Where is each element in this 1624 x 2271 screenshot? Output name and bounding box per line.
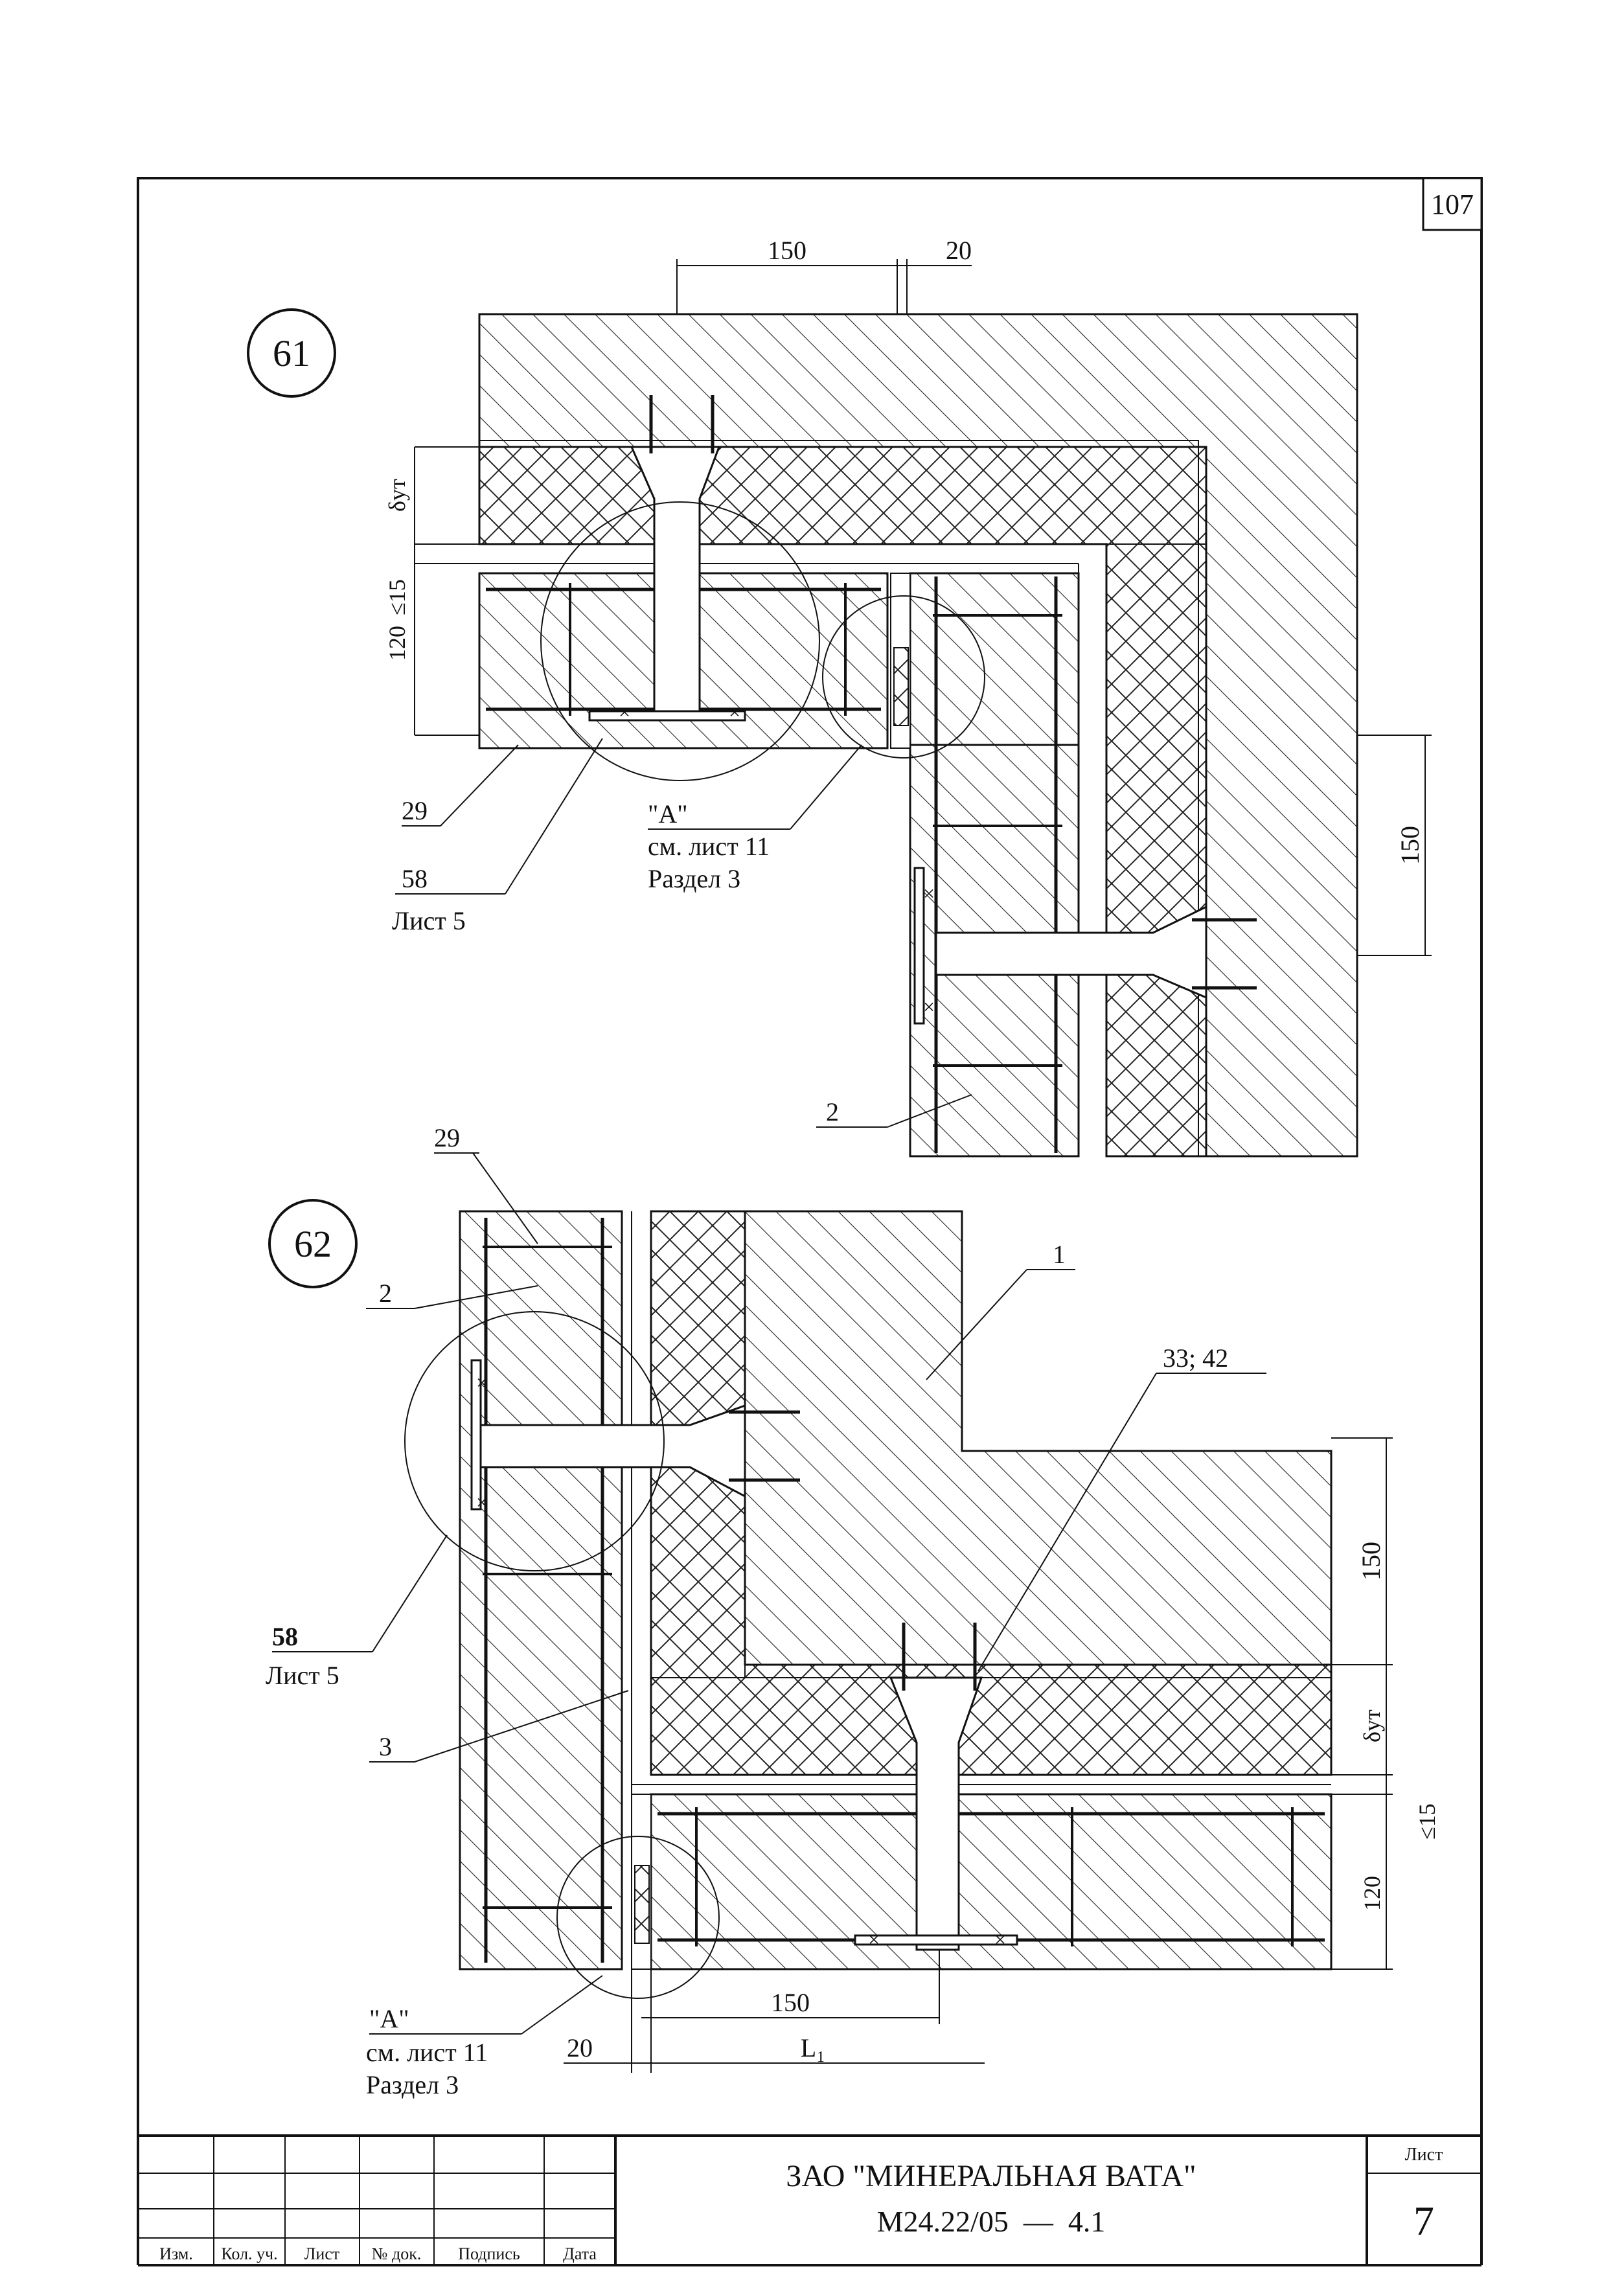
- dim-61-panel: 120: [384, 626, 410, 661]
- leader-61-29: 29: [402, 796, 428, 825]
- detail-circle-58-62: [404, 1311, 665, 1571]
- svg-text:×: ×: [729, 700, 740, 724]
- detail-61: × × × × 61 150 20 δут ≤15 120 1: [247, 236, 1432, 1158]
- leader-61-a: "А": [648, 799, 688, 828]
- callout-62-label: 62: [294, 1223, 332, 1265]
- anchor-bottom-62: [889, 1676, 983, 1951]
- leader-61-58: 58: [402, 864, 428, 893]
- tb-header-kol: Кол. уч.: [221, 2244, 277, 2263]
- dim-62-bottom-20: 20: [567, 2033, 593, 2062]
- tb-company: ЗАО "МИНЕРАЛЬНАЯ ВАТА": [786, 2159, 1196, 2193]
- leader-62-a-ref2: Раздел 3: [366, 2070, 459, 2099]
- leader-61-a-ref1: см. лист 11: [648, 832, 770, 861]
- detail-circle-a-61: [822, 595, 985, 759]
- tb-header-doc: № док.: [372, 2244, 422, 2263]
- tb-header-date: Дата: [563, 2244, 597, 2263]
- leader-62-58: 58: [272, 1622, 298, 1651]
- leader-62-2: 2: [379, 1279, 392, 1308]
- leader-62-a: "А": [369, 2004, 409, 2033]
- leader-61-2: 2: [826, 1097, 839, 1126]
- title-block: Изм. Кол. уч. Лист № док. Подпись Дата Л…: [137, 2134, 1483, 2266]
- svg-text:×: ×: [619, 700, 630, 724]
- svg-text:×: ×: [923, 882, 935, 905]
- dim-62-panel: 120: [1359, 1876, 1385, 1911]
- callout-61-label: 61: [273, 332, 310, 374]
- tb-header-list: Лист: [304, 2244, 339, 2263]
- tb-doc-code: М24.22/05 — 4.1: [877, 2205, 1106, 2238]
- dim-62-gap: ≤15: [1414, 1803, 1440, 1840]
- svg-text:×: ×: [476, 1490, 488, 1514]
- svg-text:×: ×: [476, 1371, 488, 1394]
- tb-sheet-label: Лист: [1405, 2145, 1443, 2165]
- detail-62: × × × × 62 150 δут ≤15 120 150 20 L₁: [266, 1123, 1440, 2099]
- tb-header-izm: Изм.: [159, 2244, 193, 2263]
- svg-text:×: ×: [923, 995, 935, 1018]
- svg-text:×: ×: [994, 1928, 1006, 1951]
- callout-62: [268, 1199, 358, 1288]
- leader-61-58-sheet: Лист 5: [392, 906, 466, 935]
- dim-61-top-150: 150: [768, 236, 806, 265]
- anchor-right-61: [935, 905, 1207, 999]
- callout-61: [247, 308, 336, 398]
- joint-seal-62: [634, 1865, 650, 1944]
- dim-61-top-20: 20: [946, 236, 972, 265]
- dim-61-insulation: δут: [384, 479, 410, 512]
- dim-62-right-150: 150: [1356, 1542, 1386, 1581]
- leader-62-29: 29: [434, 1123, 460, 1152]
- leader-61-a-ref2: Раздел 3: [648, 864, 740, 893]
- detail-circle-58-61: [540, 501, 820, 781]
- dim-62-bottom-150: 150: [771, 1988, 810, 2017]
- page-number-box: [1422, 177, 1483, 231]
- tb-header-sign: Подпись: [458, 2244, 520, 2263]
- insulation-layer-61: [478, 446, 1207, 1158]
- page-number: 107: [1431, 188, 1474, 220]
- leader-62-1: 1: [1053, 1240, 1066, 1269]
- svg-text:×: ×: [868, 1928, 880, 1951]
- leader-62-58-sheet: Лист 5: [266, 1661, 339, 1690]
- concrete-column-62: [744, 1210, 1332, 1666]
- leader-62-3: 3: [379, 1732, 392, 1761]
- dim-61-gap: ≤15: [384, 579, 410, 615]
- joint-seal-61: [893, 647, 909, 726]
- leader-62-a-ref1: см. лист 11: [366, 2038, 488, 2067]
- leader-62-33: 33; 42: [1163, 1343, 1228, 1373]
- dim-62-insulation: δут: [1359, 1709, 1385, 1742]
- dim-62-bottom-l1: L₁: [801, 2033, 825, 2062]
- dim-61-right-150: 150: [1395, 826, 1424, 865]
- tb-sheet-number: 7: [1413, 2198, 1434, 2244]
- detail-circle-a-62: [556, 1836, 720, 1999]
